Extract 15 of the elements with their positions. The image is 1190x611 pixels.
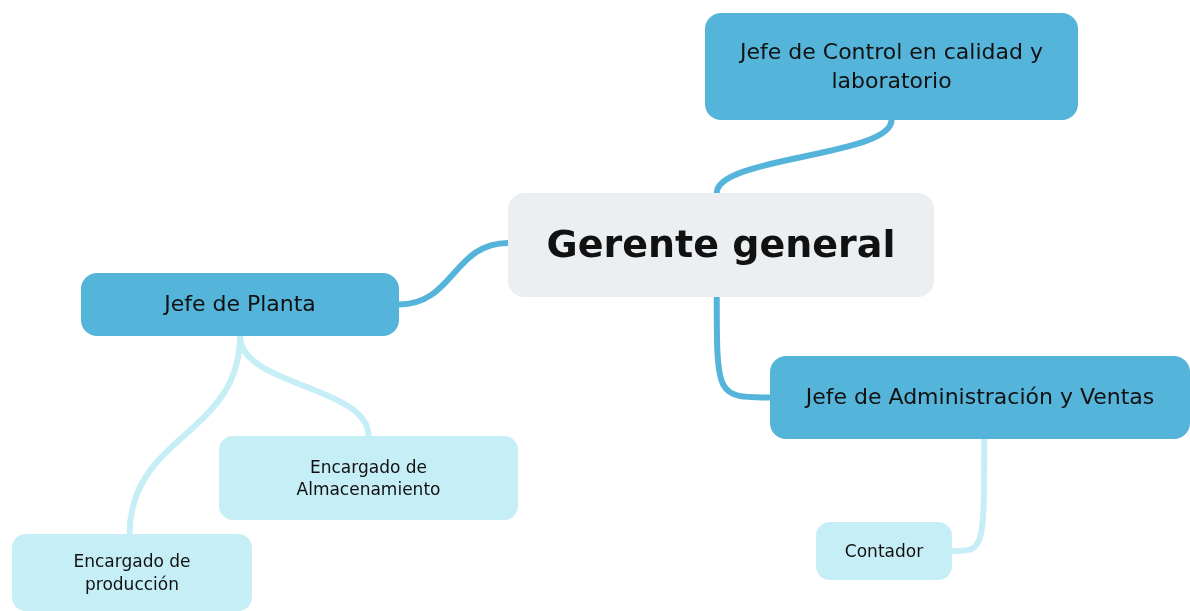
topic-label: Encargado de producción — [72, 550, 192, 595]
topic-box — [12, 534, 252, 611]
topic-box — [81, 273, 399, 336]
topic-label: Gerente general — [546, 221, 896, 269]
topic-label: Jefe de Control en calidad y laboratorio — [738, 37, 1044, 95]
topic-box — [219, 436, 518, 520]
topic-box — [508, 193, 934, 297]
topic-label: Contador — [844, 539, 924, 563]
topic-box — [705, 13, 1078, 120]
topic-label: Encargado de Almacenamiento — [295, 455, 442, 501]
topic-box — [770, 356, 1190, 439]
topic-label: Jefe de Administración y Ventas — [805, 383, 1155, 412]
topic-label: Jefe de Planta — [164, 290, 316, 319]
topic-box — [816, 522, 952, 580]
connector-line — [713, 117, 895, 196]
